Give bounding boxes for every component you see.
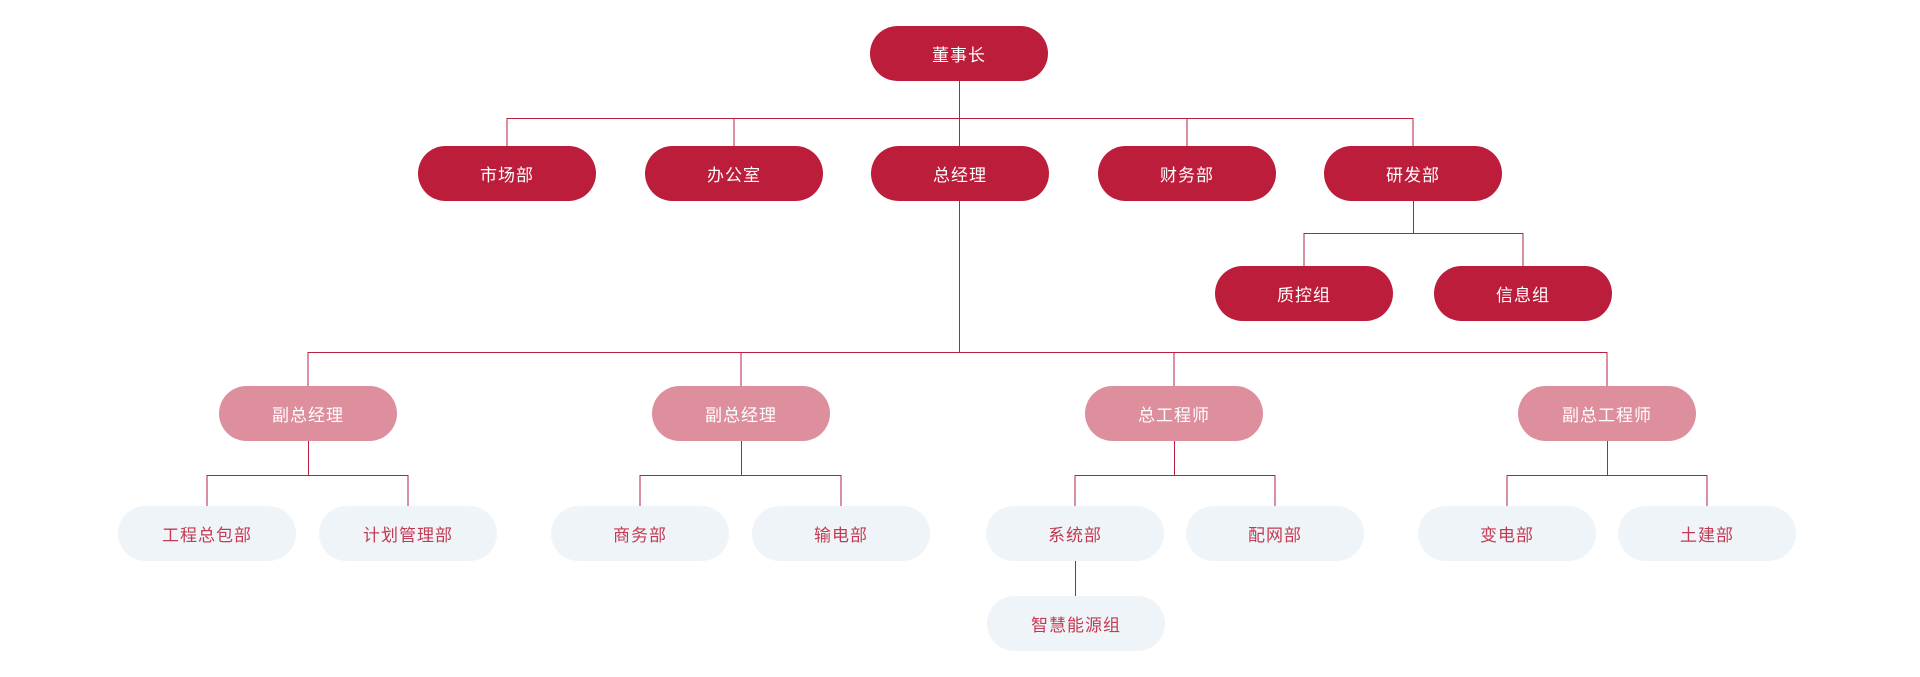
- org-node-substation-dept: 变电部: [1418, 506, 1596, 561]
- org-node-rnd-dept: 研发部: [1324, 146, 1502, 201]
- org-node-transmission-dept: 输电部: [752, 506, 930, 561]
- org-node-qc-group: 质控组: [1215, 266, 1393, 321]
- org-node-chief-engineer: 总工程师: [1085, 386, 1263, 441]
- org-node-distribution-dept: 配网部: [1186, 506, 1364, 561]
- org-node-office: 办公室: [645, 146, 823, 201]
- org-node-deputy-gm-1: 副总经理: [219, 386, 397, 441]
- org-node-chairman: 董事长: [870, 26, 1048, 81]
- org-node-general-manager: 总经理: [871, 146, 1049, 201]
- org-node-marketing-dept: 市场部: [418, 146, 596, 201]
- org-node-info-group: 信息组: [1434, 266, 1612, 321]
- org-node-civil-dept: 土建部: [1618, 506, 1796, 561]
- org-node-system-dept: 系统部: [986, 506, 1164, 561]
- org-node-smart-energy-group: 智慧能源组: [987, 596, 1165, 651]
- org-node-deputy-chief-engineer: 副总工程师: [1518, 386, 1696, 441]
- org-node-epc-dept: 工程总包部: [118, 506, 296, 561]
- org-node-deputy-gm-2: 副总经理: [652, 386, 830, 441]
- org-node-planning-dept: 计划管理部: [319, 506, 497, 561]
- org-node-commerce-dept: 商务部: [551, 506, 729, 561]
- org-node-finance-dept: 财务部: [1098, 146, 1276, 201]
